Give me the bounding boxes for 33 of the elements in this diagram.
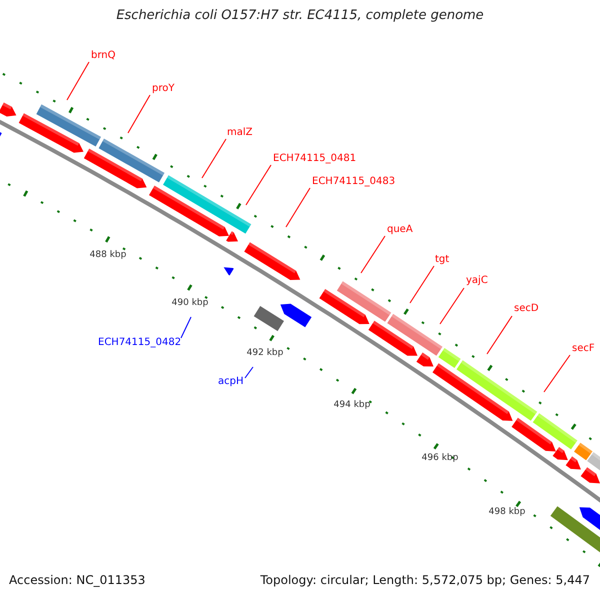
accession-text: Accession: NC_011353 [9,574,146,586]
gene-label: ECH74115_0481 [273,153,356,165]
leader-line [180,316,192,338]
gene-label: proY [152,83,174,95]
gene-label: yajC [466,275,488,287]
leader-line [128,94,150,134]
gene-label: ECH74115_0483 [312,176,396,188]
scale-label: 498 kbp [488,506,526,518]
leader-line [544,354,570,392]
leader-line [246,164,272,206]
scale-label: 492 kbp [246,347,284,359]
gene-label: ECH74115_0482 [98,337,182,349]
leader-line [486,316,512,354]
genome-info-text: Topology: circular; Length: 5,572,075 bp; Genes: 5,447 [260,574,590,586]
scale-label: 494 kbp [334,399,370,411]
title: Escherichia coli O157:H7 str. EC4115, complete genome [115,10,485,22]
scale-label: 496 kbp [422,452,458,464]
gene-label: secD [514,303,539,315]
leader-line [360,236,386,274]
leader-line [202,138,226,178]
gene-label: acpH [218,376,244,388]
gene-label: brnQ [91,50,116,62]
leader-line [440,288,464,324]
gene-label: queA [387,224,413,236]
gene-label: secF [572,343,595,355]
leader-line [66,62,90,100]
gene-label: tgt [435,254,450,266]
leader-line [244,366,254,378]
gene-label: malZ [227,127,252,139]
leader-line [286,188,310,228]
scale-label: 490 kbp [172,297,208,309]
leader-line [410,266,434,304]
scale-label: 488 kbp [90,249,126,261]
